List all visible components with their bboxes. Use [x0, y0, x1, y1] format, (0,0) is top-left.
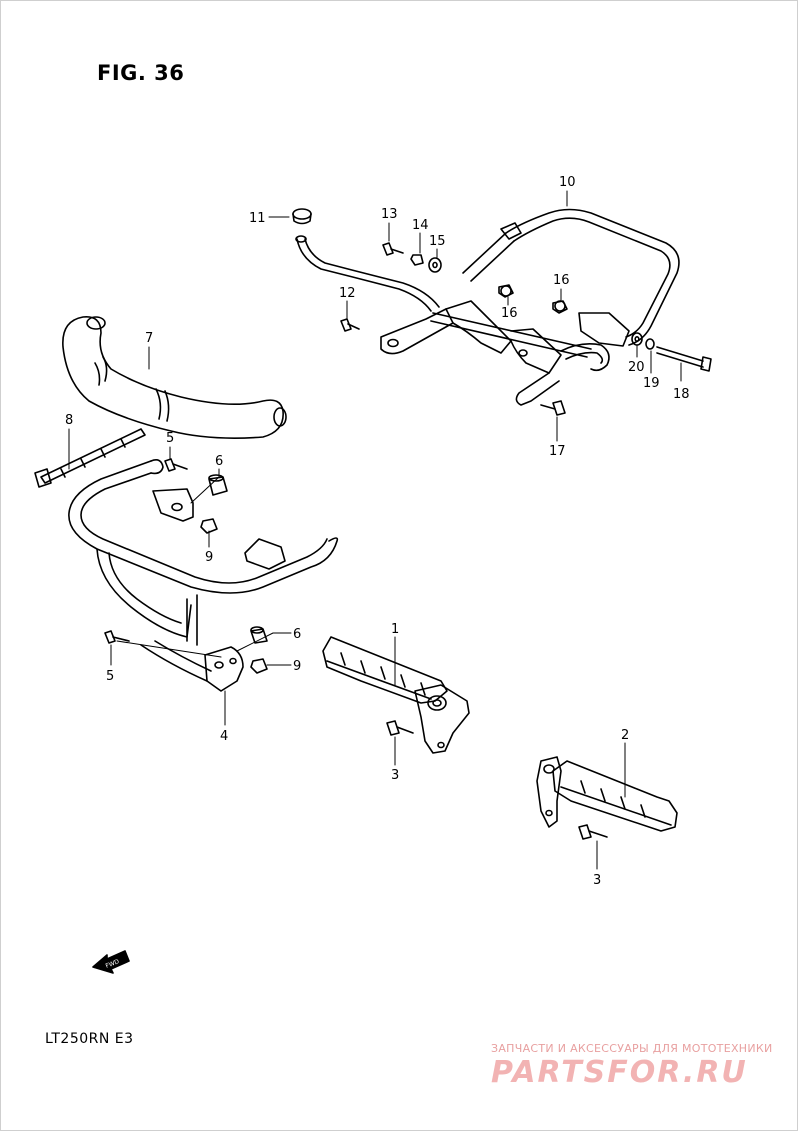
part-19-washer: [645, 338, 655, 350]
part-12-bolt: [340, 318, 360, 332]
callout-6: 6: [293, 627, 301, 642]
callout-11: 11: [249, 211, 266, 226]
part-8-cable-tie: [34, 428, 146, 488]
part-3-bolt: [386, 720, 608, 840]
part-6-collar: [208, 474, 268, 644]
part-11-cap: [292, 208, 312, 225]
callout-labels: 1 2 3 3 4 5 5 6 6 7 8 9 9 10 11 12 13 14…: [65, 175, 690, 888]
part-15-washer: [428, 257, 442, 273]
callout-10: 10: [559, 175, 576, 190]
watermark-logo: PARTSFOR.RU: [491, 1055, 748, 1090]
leader-lines: [68, 190, 682, 870]
callout-9: 9: [205, 550, 213, 565]
callout-18: 18: [673, 387, 690, 402]
part-1-footrest: [322, 636, 470, 754]
fwd-label: FWD: [105, 958, 121, 970]
part-13-bolt: [382, 242, 404, 256]
model-code: LT250RN E3: [45, 1031, 134, 1047]
part-5-bolt: [104, 458, 188, 644]
figure-title: FIG. 36: [97, 61, 185, 85]
callout-19: 19: [643, 376, 660, 391]
callout-2: 2: [621, 728, 629, 743]
part-2-footrest: [536, 756, 678, 832]
watermark-tagline: ЗАПЧАСТИ И АКСЕССУАРЫ ДЛЯ МОТОТЕХНИКИ: [491, 1042, 773, 1055]
part-17-bolt: [540, 400, 566, 416]
callout-20: 20: [628, 360, 645, 375]
callout-13: 13: [381, 207, 398, 222]
callout-15: 15: [429, 234, 446, 249]
part-7-foam-pad: [62, 316, 287, 439]
part-4-front-guard: [68, 459, 339, 692]
callout-3: 3: [391, 768, 399, 783]
callout-16: 16: [553, 273, 570, 288]
callout-4: 4: [220, 729, 228, 744]
part-10-rear-frame: [295, 208, 680, 406]
callout-7: 7: [145, 331, 153, 346]
callout-16: 16: [501, 306, 518, 321]
callout-5: 5: [106, 669, 114, 684]
part-18-bolt: [656, 346, 712, 372]
callout-12: 12: [339, 286, 356, 301]
part-9-nut: [200, 518, 268, 674]
callout-9: 9: [293, 659, 301, 674]
callout-6: 6: [215, 454, 223, 469]
callout-1: 1: [391, 622, 399, 637]
callout-8: 8: [65, 413, 73, 428]
callout-17: 17: [549, 444, 566, 459]
callout-3: 3: [593, 873, 601, 888]
forward-direction-arrow: FWD: [92, 950, 130, 974]
callout-14: 14: [412, 218, 429, 233]
part-14-nut: [410, 254, 424, 266]
callout-5: 5: [166, 431, 174, 446]
